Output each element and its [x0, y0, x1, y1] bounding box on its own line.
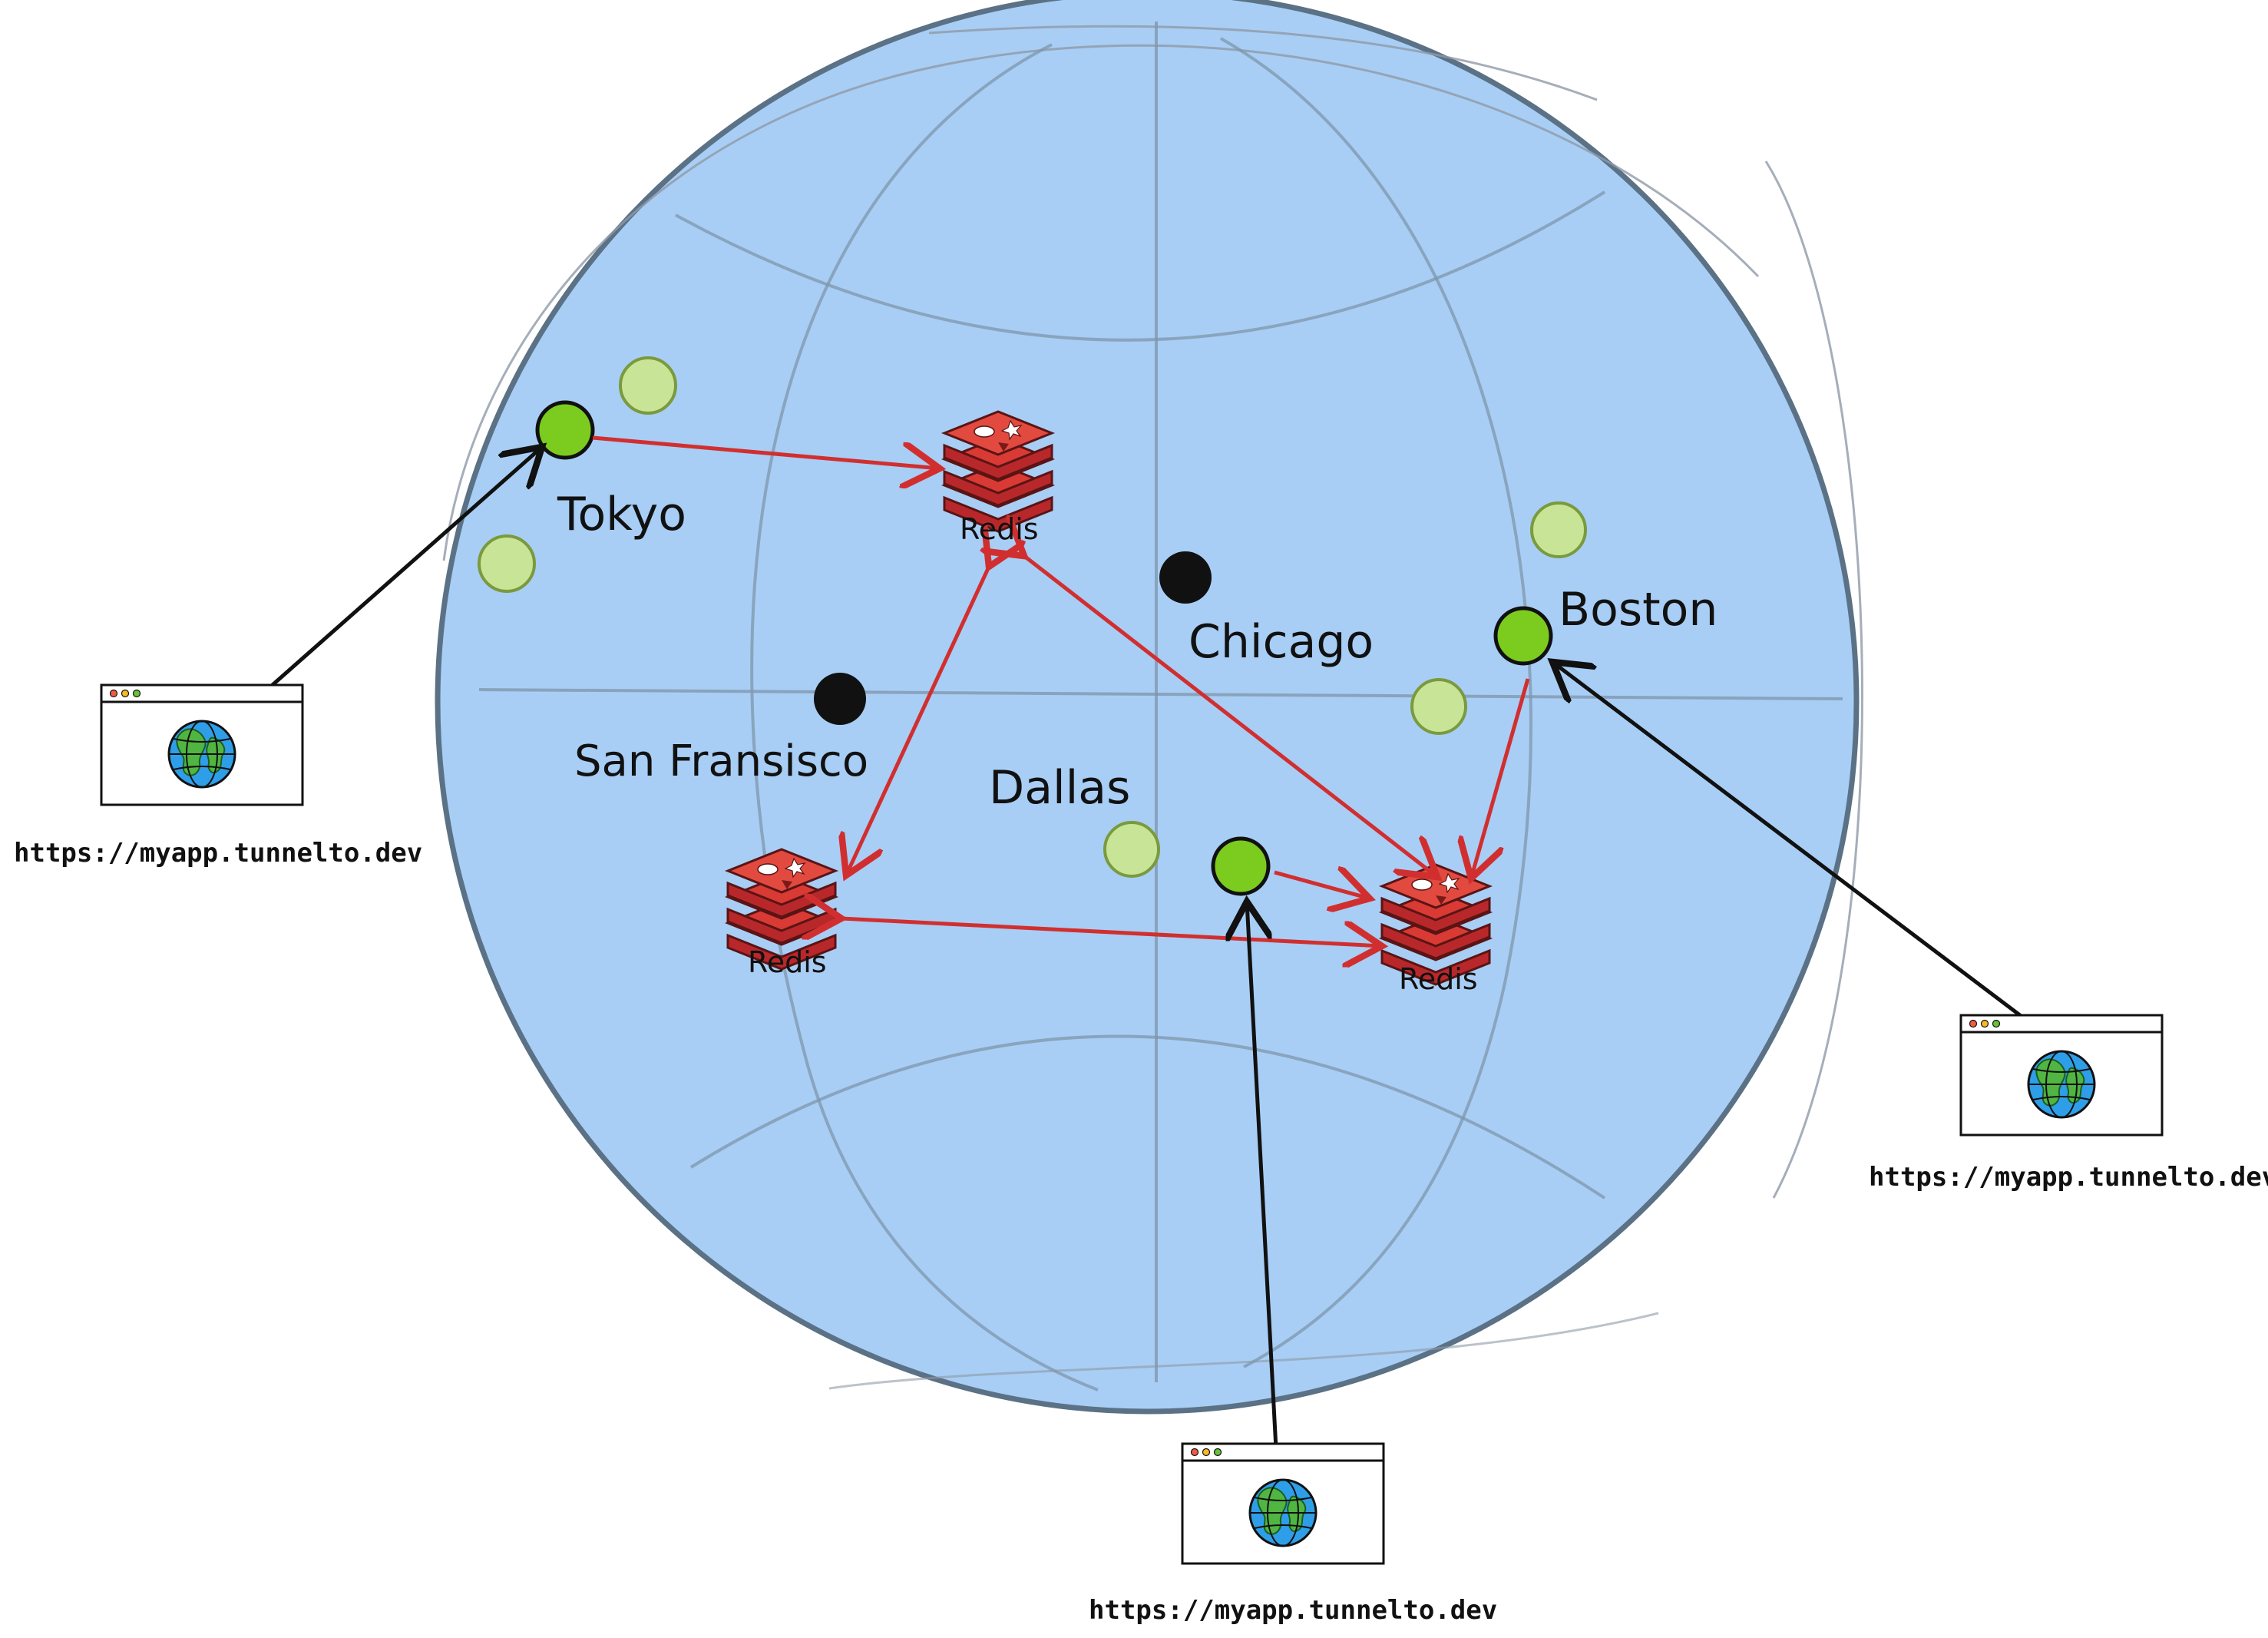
- inactive-node: [1103, 821, 1160, 878]
- san-francisco-label: San Fransisco: [574, 736, 868, 786]
- redis-left-redis-right-arrow: [841, 918, 1382, 946]
- right-browser-client: [1959, 1014, 2164, 1137]
- inactive-node: [619, 356, 677, 415]
- san-francisco-dark-node: [814, 673, 866, 725]
- tokyo-label: Tokyo: [557, 488, 686, 541]
- redis-top-label: Redis: [960, 512, 1039, 546]
- chicago-label: Chicago: [1189, 615, 1374, 669]
- inactive-node: [478, 534, 536, 593]
- chicago-dark-node: [1159, 551, 1212, 604]
- client-arrows: [240, 447, 2050, 1478]
- inactive-node: [1410, 678, 1467, 735]
- redis-top-redis-right-arrow: [1024, 556, 1437, 877]
- browser-window-icon: [100, 683, 304, 806]
- redis-top-redis-left-arrow: [846, 567, 989, 875]
- bottom-client-url: https://myapp.tunnelto.dev: [1089, 1595, 1497, 1626]
- browser-window-icon: [1959, 1014, 2164, 1137]
- redis-left-label: Redis: [748, 945, 827, 979]
- dallas-active-node: [1211, 836, 1271, 896]
- boston-to-redis-right-arrow: [1471, 678, 1530, 879]
- left-client-url: https://myapp.tunnelto.dev: [14, 838, 422, 869]
- boston-label: Boston: [1559, 583, 1718, 637]
- right-client-to-boston-arrow: [1552, 662, 2050, 1038]
- boston-active-node: [1493, 606, 1553, 666]
- globe: [435, 0, 1863, 1415]
- replication-arrows: [592, 435, 1530, 946]
- tokyo-active-node: [535, 400, 595, 460]
- dallas-label: Dallas: [989, 761, 1130, 815]
- left-client-to-tokyo-arrow: [240, 447, 542, 714]
- left-browser-client: [100, 683, 304, 806]
- inactive-node: [1530, 501, 1587, 558]
- browser-window-icon: [1181, 1442, 1385, 1565]
- tokyo-to-redis-top-arrow: [592, 435, 940, 468]
- bottom-client-to-dallas-arrow: [1247, 902, 1280, 1478]
- bottom-browser-client: [1181, 1442, 1385, 1565]
- redis-right-label: Redis: [1399, 962, 1478, 996]
- right-client-url: https://myapp.tunnelto.dev: [1869, 1162, 2268, 1193]
